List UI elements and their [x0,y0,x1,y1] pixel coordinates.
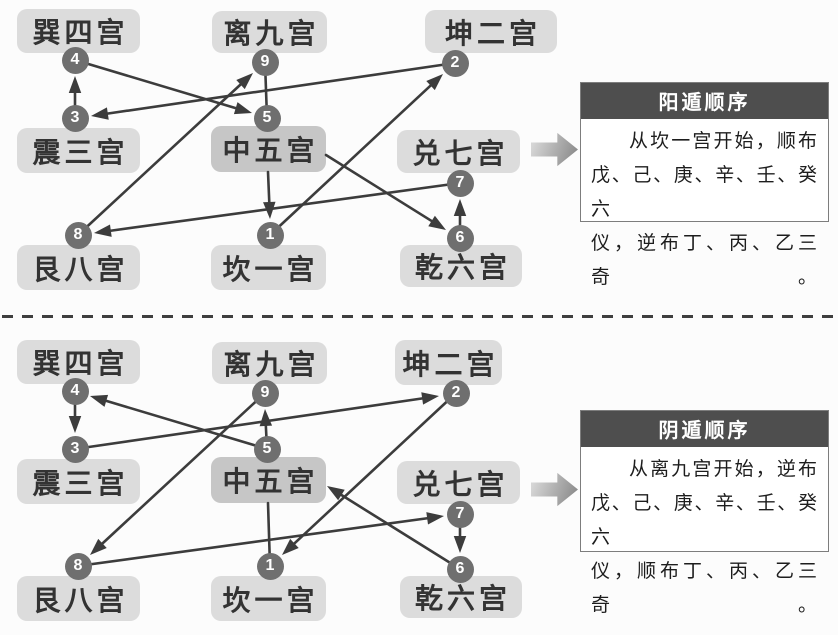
yang-palace-xun-4: 巽四宫 [17,9,140,53]
yin-palace-dui-7: 兑七宫 [397,461,520,504]
yin-node-3: 3 [61,435,89,463]
yang-node-6: 6 [446,224,474,252]
yin-node-9: 9 [251,379,279,407]
yang-sequence-panel: 阳遁顺序 从坎一宫开始，顺布 戊、己、庚、辛、壬、癸六 仪，逆布丁、丙、乙三奇。 [580,82,829,288]
yang-palace-li-9: 离九宫 [212,11,327,53]
yang-node-3: 3 [61,104,89,132]
yang-node-5: 5 [253,104,281,132]
yang-panel-title: 阳遁顺序 [581,83,828,119]
right-flow-arrow-icon [531,132,578,167]
yin-palace-zhen-3: 震三宫 [17,459,140,504]
yang-palace-gen-8: 艮八宫 [17,245,140,290]
yin-palace-qian-6: 乾六宫 [400,576,522,618]
yang-palace-zhong-5: 中五宫 [211,126,326,172]
panel-text-line: 仪，顺布丁、丙、乙三奇。 [591,561,818,616]
yin-palace-xun-4: 巽四宫 [17,340,140,384]
yin-palace-gen-8: 艮八宫 [17,576,140,621]
yang-node-8: 8 [64,221,92,249]
yang-edge-9-1-lower [263,170,276,219]
yang-palace-qian-6: 乾六宫 [400,245,522,287]
right-flow-arrow-icon [531,472,578,507]
panel-text-line: 从离九宫开始，逆布 [629,459,818,480]
yin-node-8: 8 [64,552,92,580]
yin-palace-kun-2: 坤二宫 [395,340,502,385]
panel-text-line: 戊、己、庚、辛、壬、癸六 [591,165,818,220]
yin-node-7: 7 [446,500,474,528]
yang-node-7: 7 [446,169,474,197]
yin-node-4: 4 [61,377,89,405]
panel-text-line: 仪，逆布丁、丙、乙三奇。 [591,233,818,288]
yang-node-4: 4 [61,46,89,74]
yang-node-1: 1 [256,221,284,249]
yin-edge-5-4 [90,394,269,451]
yin-sequence-panel: 阴遁顺序 从离九宫开始，逆布 戊、己、庚、辛、壬、癸六 仪，顺布丁、丙、乙三奇。 [580,410,829,616]
yin-panel-title: 阴遁顺序 [581,411,828,447]
yang-panel-body: 从坎一宫开始，顺布 戊、己、庚、辛、壬、癸六 仪，逆布丁、丙、乙三奇。 [581,119,828,295]
yang-palace-kan-1: 坎一宫 [211,245,326,290]
yang-palace-dui-7: 兑七宫 [397,130,520,173]
panel-text-line: 从坎一宫开始，顺布 [629,131,818,152]
yang-palace-kun-2: 坤二宫 [425,10,557,53]
yin-palace-kan-1: 坎一宫 [211,576,326,621]
dashed-divider [2,315,836,318]
yin-node-2: 2 [442,379,470,407]
yin-palace-li-9: 离九宫 [212,342,327,384]
yin-node-1: 1 [256,552,284,580]
panel-text-line: 戊、己、庚、辛、壬、癸六 [591,493,818,548]
yin-node-5: 5 [253,435,281,463]
yin-panel-body: 从离九宫开始，逆布 戊、己、庚、辛、壬、癸六 仪，顺布丁、丙、乙三奇。 [581,447,828,623]
yin-node-6: 6 [446,555,474,583]
yang-edge-4-5 [73,58,252,115]
yang-node-2: 2 [441,49,469,77]
yin-palace-zhong-5: 中五宫 [211,457,326,503]
yang-palace-zhen-3: 震三宫 [17,128,140,173]
yang-node-9: 9 [251,48,279,76]
